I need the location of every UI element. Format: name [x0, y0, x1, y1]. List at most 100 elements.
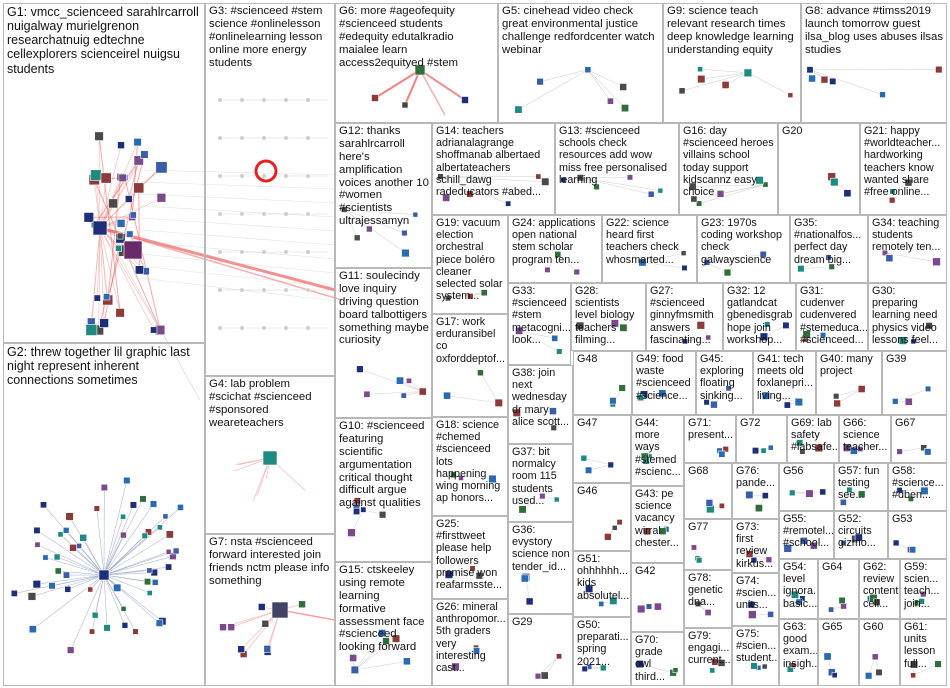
edge: [344, 209, 406, 254]
edge: [103, 555, 174, 576]
node: [762, 181, 769, 188]
node: [553, 496, 560, 503]
node: [261, 249, 267, 255]
node: [126, 230, 134, 238]
node: [283, 135, 289, 141]
node: [759, 332, 769, 341]
group-box-g11: G11: soulecindy love inquiry driving que…: [335, 268, 432, 418]
node: [647, 190, 655, 198]
node: [697, 74, 706, 84]
node: [607, 97, 614, 105]
node: [610, 319, 619, 328]
group-label: G72: [740, 417, 761, 429]
group-box-g79: G79: engagi... current...: [684, 628, 732, 686]
node: [642, 457, 650, 465]
group-box-g45: G45: exploring floating sinking...: [696, 351, 753, 415]
node: [618, 384, 626, 392]
group-box-g78: G78: genetic dna...: [684, 570, 732, 628]
group-box-g76: G76: pande...: [732, 463, 779, 519]
node: [239, 211, 245, 217]
edge: [344, 209, 416, 215]
node: [849, 446, 858, 455]
group-label: G71: present...: [688, 417, 734, 442]
group-box-g51: G51: ohhhhhh... kids absolutel...: [573, 551, 631, 617]
node: [121, 622, 129, 629]
group-label: G60: [863, 621, 884, 633]
node: [85, 324, 98, 336]
node: [69, 543, 77, 552]
node: [797, 265, 805, 273]
group-label: G54: level ignora... basic...: [783, 561, 818, 610]
node: [349, 654, 358, 662]
group-box-g25: G25: #firsttweet please help followers p…: [432, 516, 508, 599]
node: [885, 254, 894, 263]
hub-node: [123, 240, 143, 260]
node: [549, 407, 557, 415]
edge: [103, 534, 170, 576]
edge: [540, 69, 588, 82]
group-box-g27: G27: #scienceed ginnyfmsmith answers fas…: [646, 283, 723, 351]
node: [681, 264, 688, 272]
group-box-g32: G32: 12 gatlandcat gbenedisgrab hope joi…: [723, 283, 796, 351]
node: [678, 87, 686, 95]
edge: [31, 574, 105, 597]
node: [27, 592, 37, 601]
group-box-g42: G42: [631, 563, 684, 632]
group-box-g2: G2: threw together lil graphic last nigh…: [3, 343, 205, 686]
node: [391, 634, 401, 643]
node: [444, 570, 454, 579]
node: [767, 611, 774, 618]
node: [723, 268, 732, 277]
node: [637, 394, 645, 402]
node: [833, 399, 841, 408]
group-label: G11: soulecindy love inquiry driving que…: [339, 270, 429, 347]
node: [518, 505, 527, 514]
edge: [913, 663, 939, 676]
edge: [693, 184, 766, 200]
node: [814, 443, 824, 453]
group-box-g37: G37: bit normalcy room 115 students used…: [508, 444, 573, 522]
node: [217, 135, 223, 141]
edge: [99, 227, 343, 301]
node: [450, 471, 457, 479]
node: [305, 135, 311, 141]
edge: [447, 292, 485, 299]
group-box-g29: G29: [508, 614, 573, 686]
group-box-g38: G38: join next wednesday dr mary alice s…: [508, 365, 573, 444]
node: [461, 96, 469, 104]
group-box-g64: G64: [818, 559, 859, 619]
node: [155, 619, 164, 627]
node: [696, 200, 703, 207]
group-label: G6: more #ageofequity #scienceed student…: [339, 5, 459, 69]
node: [755, 176, 764, 185]
node: [155, 161, 168, 174]
node: [443, 391, 451, 400]
edge: [279, 609, 336, 621]
group-label: G32: 12 gatlandcat gbenedisgrab hope joi…: [727, 285, 793, 346]
group-box-g35: G35: #nationalfos... perfect day dream b…: [790, 215, 868, 283]
group-label: G3: #scienceed #stem science #onlineless…: [209, 5, 323, 69]
node: [437, 173, 444, 180]
node: [283, 97, 289, 103]
node: [144, 528, 153, 536]
node: [401, 229, 408, 237]
edge: [366, 391, 423, 395]
edge: [354, 632, 383, 671]
node: [920, 590, 927, 598]
node: [924, 385, 932, 392]
node: [165, 548, 172, 555]
node: [609, 397, 617, 405]
node: [809, 541, 818, 550]
node: [239, 135, 245, 141]
group-label: G62: review content cell...: [863, 561, 899, 610]
group-label: G21: happy #worldteacher... hardworking …: [864, 125, 941, 198]
node: [475, 571, 484, 580]
edge: [519, 330, 560, 352]
group-label: G27: #scienceed ginnyfmsmith answers fas…: [650, 285, 714, 346]
node: [786, 665, 794, 673]
node: [165, 530, 174, 539]
node: [400, 392, 407, 399]
node: [838, 596, 846, 605]
group-box-g68: G68: [684, 463, 732, 519]
